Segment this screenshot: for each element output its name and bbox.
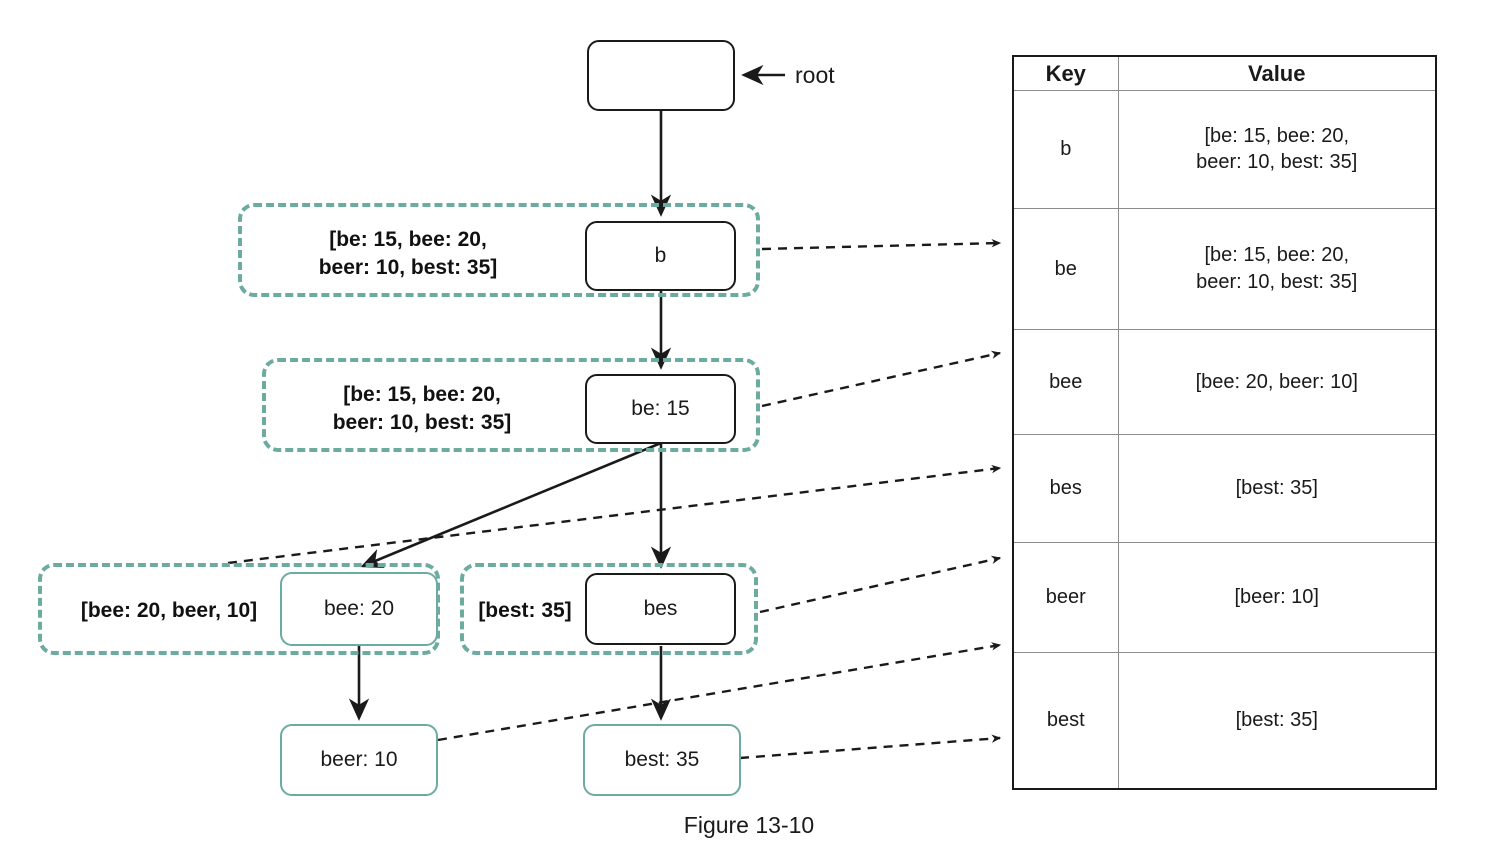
trie-node-beer[interactable]: beer: 10	[280, 724, 438, 796]
trie-node-best-label: best: 35	[624, 748, 700, 771]
annotation-group-bee	[38, 563, 440, 655]
trie-node-bes-label: bes	[643, 597, 678, 620]
annotation-group-b	[238, 203, 760, 297]
figure-caption: Figure 13-10	[683, 812, 815, 838]
table-row[interactable]: be [be: 15, bee: 20, beer: 10, best: 35]	[1012, 207, 1437, 330]
map-arrow-bee-to-row	[227, 464, 1002, 565]
table-cell-value: [be: 15, bee: 20, beer: 10, best: 35]	[1117, 207, 1437, 330]
table-cell-value: [beer: 10]	[1117, 542, 1437, 654]
edge-be-to-bee	[360, 441, 662, 568]
trie-node-b[interactable]: b	[585, 221, 736, 291]
root-label: root	[795, 62, 835, 88]
table-row[interactable]: beer [beer: 10]	[1012, 542, 1437, 654]
table-cell-value: [best: 35]	[1117, 434, 1437, 544]
map-arrow-bes-to-row	[759, 555, 1002, 614]
table-row[interactable]: best [best: 35]	[1012, 652, 1437, 790]
table-cell-key: best	[1012, 652, 1119, 790]
trie-node-best[interactable]: best: 35	[583, 724, 741, 796]
table-header-value: Value	[1117, 55, 1437, 92]
trie-node-beer-label: beer: 10	[320, 748, 398, 771]
trie-node-root[interactable]	[587, 40, 735, 111]
table-cell-key: be	[1012, 207, 1119, 330]
table-cell-key: bee	[1012, 328, 1119, 436]
trie-node-bee[interactable]: bee: 20	[280, 572, 438, 646]
annotation-label-bee: [bee: 20, beer, 10]	[80, 599, 258, 622]
table-cell-key: beer	[1012, 542, 1119, 654]
trie-node-be-label: be: 15	[631, 397, 690, 420]
table-row[interactable]: b [be: 15, bee: 20, beer: 10, best: 35]	[1012, 90, 1437, 209]
annotation-label-bes: [best: 35]	[478, 599, 572, 622]
table-cell-value: [be: 15, bee: 20, beer: 10, best: 35]	[1117, 90, 1437, 209]
table-cell-key: bes	[1012, 434, 1119, 544]
table-cell-value: [bee: 20, beer: 10]	[1117, 328, 1437, 436]
trie-node-bes[interactable]: bes	[585, 573, 736, 645]
table-cell-key: b	[1012, 90, 1119, 209]
table-cell-value: [best: 35]	[1117, 652, 1437, 790]
trie-node-be[interactable]: be: 15	[585, 374, 736, 444]
map-arrow-be-to-row	[761, 350, 1002, 408]
table-header-key: Key	[1012, 55, 1119, 92]
key-value-table: Key Value b [be: 15, bee: 20, beer: 10, …	[1012, 55, 1437, 790]
table-header-row: Key Value	[1012, 55, 1437, 92]
annotation-label-b: [be: 15, bee: 20, beer: 10, best: 35]	[318, 228, 498, 279]
map-arrow-b-to-row	[761, 239, 1002, 251]
map-arrow-best-to-row	[739, 734, 1002, 760]
annotation-label-be: [be: 15, bee: 20, beer: 10, best: 35]	[332, 383, 512, 434]
trie-node-bee-label: bee: 20	[323, 597, 395, 620]
table-row[interactable]: bee [bee: 20, beer: 10]	[1012, 328, 1437, 436]
trie-node-b-label: b	[654, 244, 667, 267]
table-row[interactable]: bes [best: 35]	[1012, 434, 1437, 544]
